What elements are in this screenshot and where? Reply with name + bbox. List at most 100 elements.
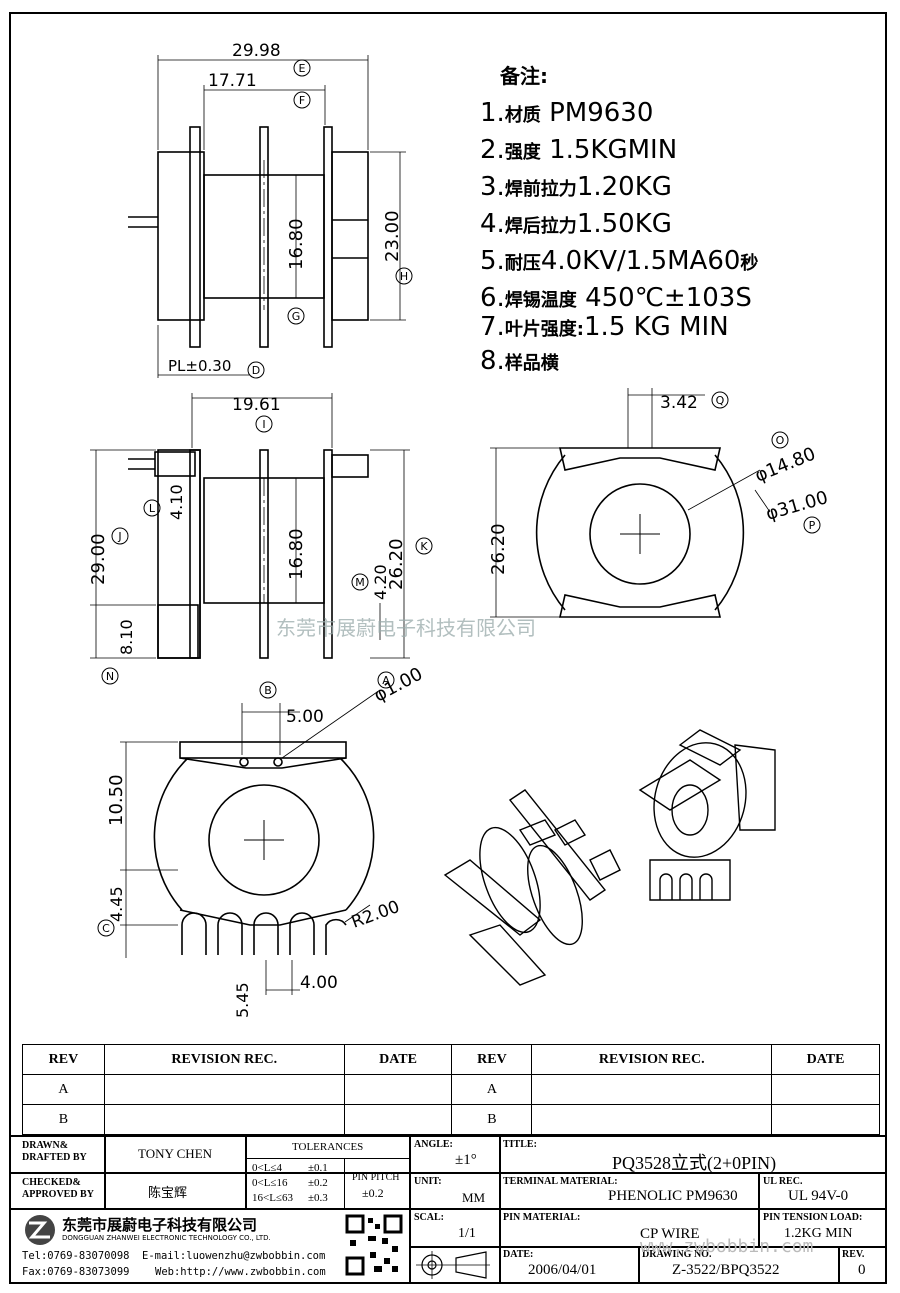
marker-p: P: [809, 519, 816, 532]
marker-q: Q: [716, 394, 725, 407]
title-value: PQ3528立式(2+0PIN): [612, 1153, 777, 1173]
checked-label: CHECKED& APPROVED BY: [22, 1177, 94, 1200]
watermark-company: 东莞市展蔚电子科技有限公司: [276, 616, 536, 640]
ul-value: UL 94V-0: [788, 1188, 849, 1204]
rev-header-2: REV: [451, 1044, 533, 1075]
sheet-border: [9, 12, 887, 1284]
dim-pin-hole-dia: φ1.00: [370, 663, 426, 706]
company-tel: Tel:0769-83070098: [22, 1250, 130, 1262]
top-elevation-view: [128, 55, 406, 378]
angle-label: ANGLE:: [414, 1139, 453, 1150]
projection-symbol-icon: [416, 1251, 490, 1279]
note-1: 1.材质 PM9630: [480, 98, 654, 128]
marker-o: O: [776, 434, 785, 447]
dim-round-inner-dia: φ14.80: [752, 443, 819, 486]
drawn-label: DRAWN& DRAFTED BY: [22, 1140, 87, 1163]
marker-b: B: [264, 684, 272, 697]
tol-range-1: 0<L≤4: [252, 1162, 282, 1174]
marker-g: G: [292, 310, 301, 323]
tension-value: 1.2KG MIN: [784, 1226, 853, 1241]
date-header-2: DATE: [771, 1044, 880, 1075]
marker-i: I: [262, 418, 265, 431]
marker-j: J: [117, 530, 121, 543]
revision-rec-header-2: REVISION REC.: [531, 1044, 773, 1075]
revision-rec-header: REVISION REC.: [103, 1044, 345, 1075]
dim-pin-pitch: 5.00: [286, 707, 324, 727]
note-4: 4.焊后拉力1.50KG: [480, 209, 672, 239]
checked-value: 陈宝辉: [148, 1185, 188, 1200]
dim-slot-depth: 5.45: [233, 982, 252, 1018]
ul-label: UL REC.: [763, 1176, 803, 1187]
company-fax: Fax:0769-83073099: [22, 1266, 130, 1278]
note-2: 2.强度 1.5KGMIN: [480, 135, 678, 165]
rev-label: REV.: [842, 1249, 865, 1260]
bottom-end-view: [120, 689, 381, 995]
notes-heading: 备注:: [500, 64, 548, 88]
dim-round-top: 3.42: [660, 393, 698, 413]
iso-view-left: [443, 789, 621, 986]
drawn-value: TONY CHEN: [138, 1146, 213, 1161]
tol-range-3: 16<L≤63: [252, 1192, 293, 1204]
note-8: 8.样品横: [480, 346, 559, 376]
dim-round-height: 26.20: [488, 523, 509, 575]
dim-radius: R2.00: [349, 897, 403, 933]
watermark-web: www.zwbobbin.com: [640, 1236, 814, 1257]
drawing-no-label: DRAWING NO.: [642, 1249, 712, 1260]
angle-value: ±1°: [455, 1152, 477, 1168]
marker-f: F: [299, 94, 305, 107]
dim-left-height: 29.00: [88, 533, 109, 585]
technical-drawing: 29.98 17.71 16.80 23.00 PL±0.30: [88, 41, 831, 1018]
rev-value: 0: [858, 1262, 866, 1278]
tol-value-1: ±0.1: [308, 1162, 328, 1174]
dim-top-width-outer: 29.98: [232, 41, 281, 61]
table-row: B B: [22, 1104, 880, 1135]
scale-label: SCAL:: [414, 1212, 445, 1223]
title-label: TITLE:: [503, 1139, 537, 1150]
tension-label: PIN TENSION LOAD:: [763, 1212, 863, 1223]
tol-value-3: ±0.3: [308, 1192, 328, 1204]
note-7: 7.叶片强度:1.5 KG MIN: [480, 312, 729, 342]
pin-pitch-value: ±0.2: [362, 1186, 384, 1200]
note-6: 6.焊锡温度 450℃±103S: [480, 283, 752, 313]
marker-a: A: [382, 674, 390, 687]
marker-d: D: [252, 364, 260, 377]
company-logo-icon: [25, 1215, 55, 1245]
unit-value: MM: [462, 1190, 486, 1205]
marker-n: N: [106, 670, 114, 683]
pin-material-label: PIN MATERIAL:: [503, 1212, 581, 1223]
marker-h: H: [400, 270, 408, 283]
terminal-material-value: PHENOLIC PM9630: [608, 1188, 738, 1204]
reference-markers: [97, 59, 821, 937]
dim-left-bottom: 8.10: [117, 619, 136, 655]
dim-mid-width: 19.61: [232, 395, 281, 415]
company-name-cn: 东莞市展蔚电子科技有限公司: [62, 1216, 258, 1234]
dim-left-step: 4.10: [167, 484, 186, 520]
middle-elevation-view: [90, 393, 410, 659]
company-name-en: DONGGUAN ZHANWEI ELECTRONIC TECHNOLOGY C…: [62, 1234, 271, 1242]
dim-bottom-height: 10.50: [106, 774, 127, 826]
dim-mid-core: 16.80: [286, 528, 307, 580]
dim-bottom-step: 4.45: [107, 886, 126, 922]
note-5: 5.耐压4.0KV/1.5MA60秒: [480, 246, 759, 276]
dim-right-step: 4.20: [371, 564, 390, 600]
dim-round-outer-dia: φ31.00: [764, 487, 831, 525]
pin-material-value: CP WIRE: [640, 1226, 700, 1242]
iso-view-right: [638, 729, 776, 901]
marker-e: E: [299, 62, 306, 75]
scale-value: 1/1: [458, 1226, 476, 1241]
tol-value-2: ±0.2: [308, 1177, 328, 1189]
date-value: 2006/04/01: [528, 1262, 597, 1278]
marker-m: M: [355, 576, 365, 589]
dim-right-height: 26.20: [386, 538, 407, 590]
rev-header: REV: [22, 1044, 105, 1075]
table-row: A A: [22, 1074, 880, 1105]
dim-pl-tol: PL±0.30: [168, 357, 231, 375]
marker-k: K: [420, 540, 428, 553]
drawing-no-value: Z-3522/BPQ3522: [672, 1262, 780, 1278]
tol-range-2: 0<L≤16: [252, 1177, 288, 1189]
dim-top-width-inner: 17.71: [208, 71, 257, 91]
marker-c: C: [102, 922, 110, 935]
dim-core-height: 16.80: [286, 218, 307, 270]
dim-total-height: 23.00: [382, 210, 403, 262]
